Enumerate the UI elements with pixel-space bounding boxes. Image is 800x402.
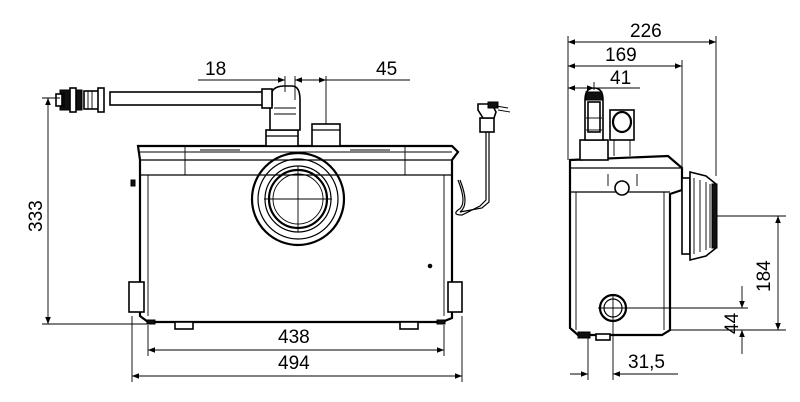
dim-label-45: 45 bbox=[376, 59, 397, 80]
side-dim-41 bbox=[568, 82, 640, 91]
dim-label-494: 494 bbox=[278, 353, 310, 374]
side-view: 226 169 41 184 44 bbox=[567, 21, 786, 380]
side-dim-184 bbox=[670, 215, 786, 331]
front-dim-top bbox=[198, 76, 410, 124]
side-dim-169 bbox=[568, 60, 683, 168]
dim-label-18: 18 bbox=[205, 59, 226, 80]
front-power-cable bbox=[455, 101, 511, 216]
front-body bbox=[128, 144, 463, 330]
front-vent-stub bbox=[311, 123, 341, 147]
front-inlet-port bbox=[250, 151, 346, 247]
front-discharge-pipe bbox=[55, 85, 301, 147]
side-inlet-flange bbox=[681, 170, 718, 262]
dim-label-41: 41 bbox=[610, 68, 631, 89]
dim-label-226: 226 bbox=[630, 21, 662, 42]
front-dim-494 bbox=[131, 316, 463, 382]
side-dim-31-5 bbox=[570, 322, 678, 380]
side-body bbox=[568, 154, 684, 341]
side-dim-226 bbox=[567, 36, 717, 176]
dim-label-169: 169 bbox=[605, 45, 637, 66]
dim-label-184: 184 bbox=[754, 260, 775, 292]
side-discharge-pipe bbox=[579, 87, 635, 161]
dim-label-438: 438 bbox=[278, 327, 310, 348]
dim-label-44: 44 bbox=[722, 312, 743, 334]
side-dim-44 bbox=[626, 286, 748, 354]
side-bottom-outlet bbox=[598, 293, 628, 323]
front-view: 18 45 333 438 494 bbox=[26, 59, 511, 382]
dim-label-31-5: 31,5 bbox=[628, 352, 665, 373]
front-dim-438 bbox=[147, 325, 445, 356]
dim-label-333: 333 bbox=[26, 200, 47, 232]
